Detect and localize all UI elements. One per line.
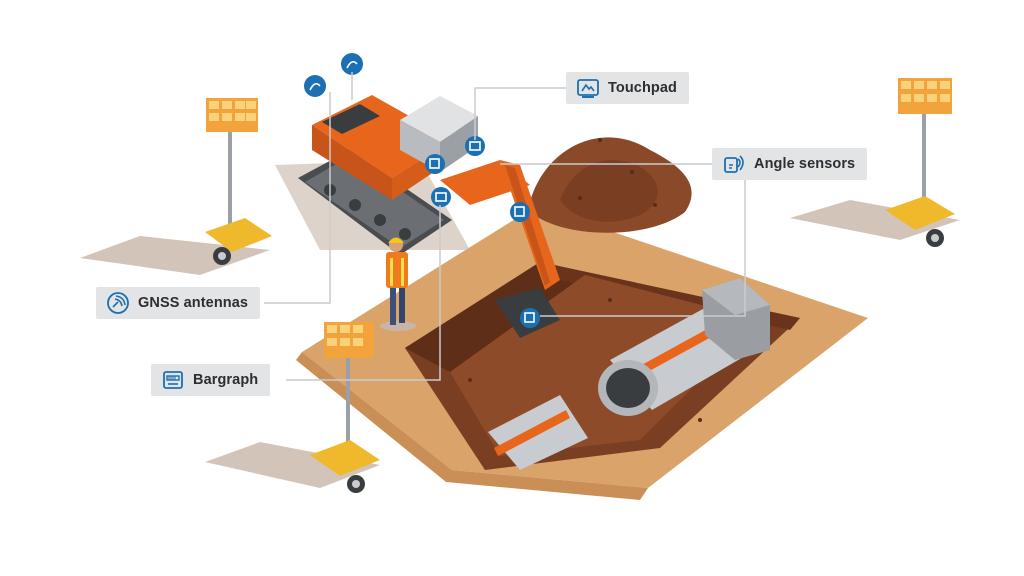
pipe-back — [598, 278, 770, 416]
callout-angle-sensors: Angle sensors — [712, 148, 868, 180]
sensor-badge-glyphs — [309, 60, 535, 323]
bargraph-icon — [163, 371, 183, 389]
light-tower-right — [790, 78, 960, 247]
callout-gnss-antennas: GNSS antennas — [96, 287, 261, 319]
light-tower-bottom — [205, 322, 380, 493]
callout-bargraph: Bargraph — [151, 364, 271, 396]
excavator — [275, 95, 560, 338]
connector-lines — [264, 72, 746, 381]
construction-worker — [380, 237, 416, 331]
angle-sensors-label: Angle sensors — [754, 156, 856, 172]
pipe-front — [488, 395, 588, 470]
gnss-antenna-icon — [107, 292, 129, 314]
angle-sensor-icon — [724, 155, 744, 173]
gnss-antennas-label: GNSS antennas — [138, 295, 249, 311]
touchpad-icon — [577, 79, 599, 98]
touchpad-label: Touchpad — [608, 80, 677, 96]
callout-touchpad: Touchpad — [566, 72, 689, 104]
bargraph-label: Bargraph — [193, 372, 259, 388]
light-tower-left — [80, 98, 272, 275]
